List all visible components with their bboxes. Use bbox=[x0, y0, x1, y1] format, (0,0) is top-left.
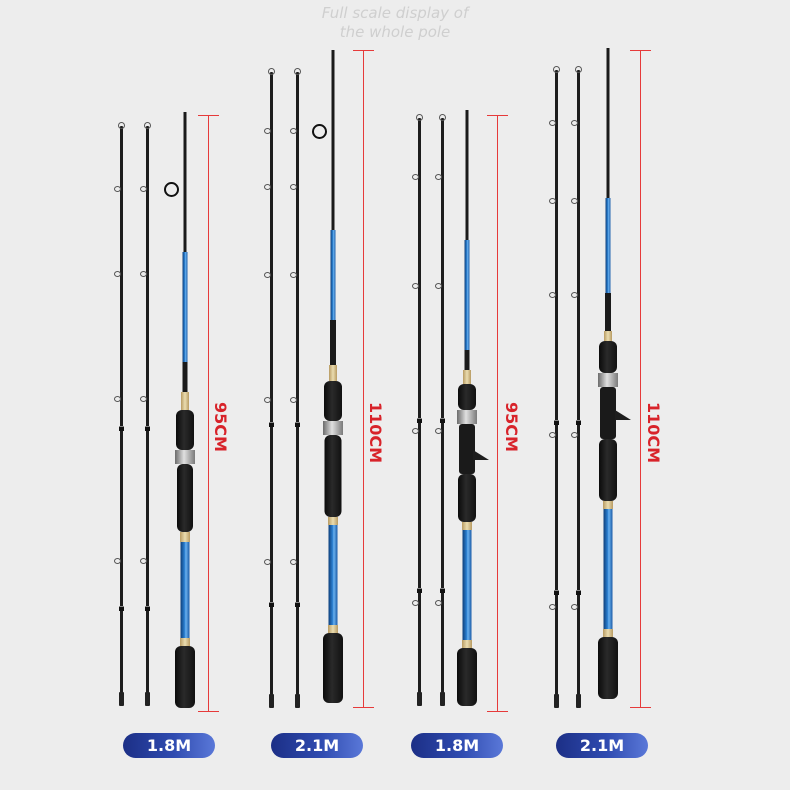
spare-tip-a bbox=[264, 68, 275, 708]
section-length-label-1: 95CM bbox=[211, 402, 230, 452]
spare-tip-b bbox=[435, 114, 446, 706]
spare-tip-a bbox=[549, 66, 560, 708]
caption-line-1: Full scale display of bbox=[321, 4, 469, 22]
spare-tip-a bbox=[114, 122, 125, 706]
caption-line-2: the whole pole bbox=[339, 23, 451, 41]
rod-blank-spinning-2 bbox=[312, 50, 348, 708]
rod-blank-casting-2 bbox=[593, 48, 631, 710]
dimension-line-1 bbox=[198, 115, 219, 712]
length-badge-2: 2.1M bbox=[271, 733, 363, 758]
length-badge-3: 1.8M bbox=[411, 733, 503, 758]
rod-blank-spinning-1 bbox=[164, 112, 200, 714]
dimension-line-3 bbox=[487, 115, 508, 712]
caption: Full scale display of the whole pole bbox=[0, 4, 790, 42]
length-badge-4: 2.1M bbox=[556, 733, 648, 758]
length-badge-1: 1.8M bbox=[123, 733, 215, 758]
spare-tip-b bbox=[290, 68, 301, 708]
rod-blank-casting-1 bbox=[452, 110, 489, 710]
dimension-line-4 bbox=[630, 50, 651, 708]
spare-tip-b bbox=[140, 122, 151, 706]
section-length-label-2: 110CM bbox=[366, 402, 385, 464]
dimension-line-2 bbox=[353, 50, 374, 708]
section-length-label-4: 110CM bbox=[644, 402, 663, 464]
spare-tip-a bbox=[412, 114, 423, 706]
section-length-label-3: 95CM bbox=[502, 402, 521, 452]
spare-tip-b bbox=[571, 66, 582, 708]
